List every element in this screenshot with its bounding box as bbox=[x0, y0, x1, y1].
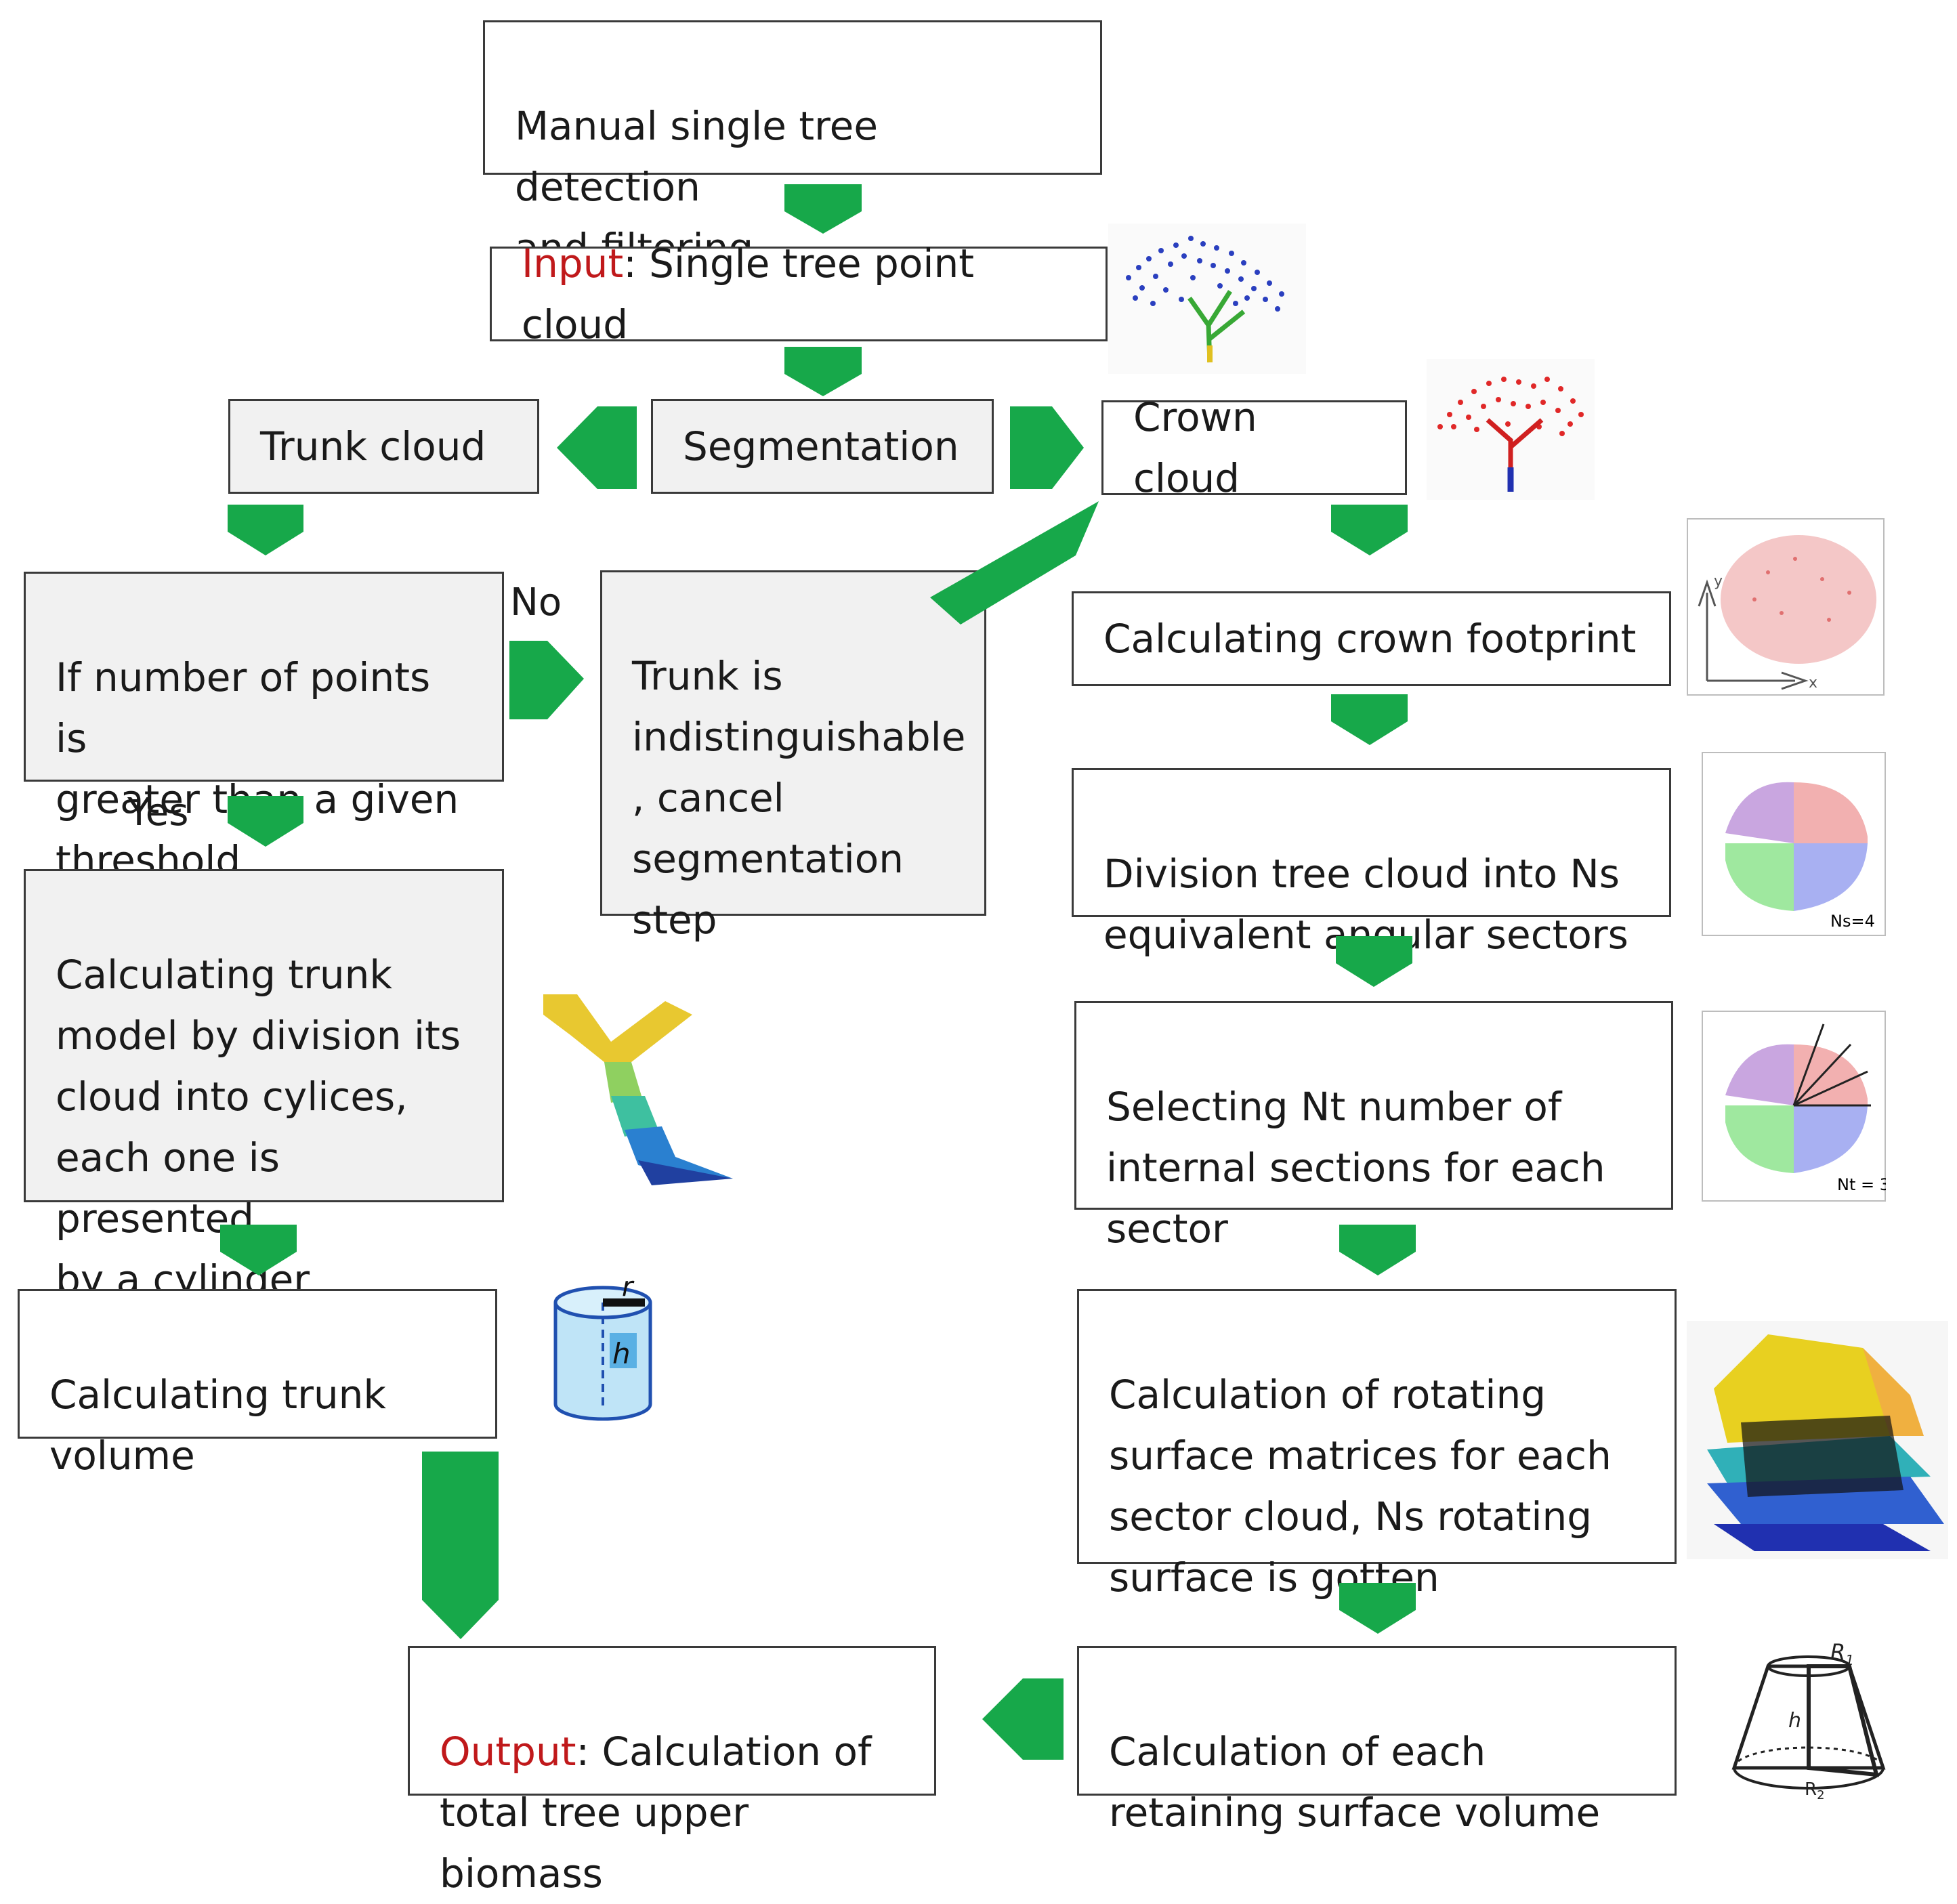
input-prefix: Input bbox=[522, 240, 624, 287]
internal-sections-box: Selecting Nt number of internal sections… bbox=[1074, 1001, 1673, 1252]
tree-point-cloud-icon bbox=[1108, 224, 1306, 374]
trunk-volume-text: Calculating trunk volume bbox=[49, 1372, 387, 1479]
arrows-layer bbox=[220, 184, 1416, 1760]
segmentation-text: Segmentation bbox=[683, 423, 959, 469]
arrow-segmentation-to-trunk bbox=[557, 406, 637, 489]
cyl-h-label: h bbox=[612, 1337, 631, 1370]
trunk-volume-box: Calculating trunk volume bbox=[18, 1289, 497, 1479]
flowchart-canvas: Manual single tree detection and filteri… bbox=[18, 20, 1948, 1897]
threshold-check-box: If number of points is greater than a gi… bbox=[24, 572, 504, 883]
cylinder-icon: r h bbox=[553, 1271, 652, 1421]
arrow-footprint-to-division bbox=[1331, 694, 1408, 745]
arrow-threshold-to-model bbox=[228, 796, 303, 847]
trunk-cloud-box: Trunk cloud bbox=[228, 399, 539, 494]
frustum-r1-label: R1 bbox=[1830, 1639, 1854, 1668]
arrow-crowncloud-to-footprint bbox=[1331, 505, 1408, 555]
arrow-trunkcloud-to-threshold bbox=[228, 505, 303, 555]
arrow-retaining-to-output bbox=[982, 1678, 1064, 1760]
output-prefix: Output bbox=[440, 1729, 576, 1775]
trunk-model-icon bbox=[530, 988, 770, 1198]
arrow-detection-to-input bbox=[784, 184, 862, 234]
input-rest: : Single tree point cloud bbox=[522, 240, 974, 347]
sector-plot-icon: Ns=4 bbox=[1702, 752, 1886, 936]
arrow-model-to-volume bbox=[220, 1225, 297, 1275]
trunk-indistinguishable-text: Trunk is indistinguishable , cancel segm… bbox=[632, 653, 966, 943]
axis-y-label: y bbox=[1714, 573, 1723, 590]
arrow-surface-to-retaining bbox=[1339, 1583, 1416, 1634]
arrow-indistinguishable-to-crown bbox=[930, 501, 1099, 625]
arrow-segmentation-to-crown bbox=[1010, 406, 1084, 489]
crown-cloud-text: Crown cloud bbox=[1133, 394, 1257, 501]
input-text: Input: Single tree point cloud bbox=[522, 233, 1076, 355]
manual-detection-box: Manual single tree detection and filteri… bbox=[483, 20, 1102, 271]
division-sectors-box: Division tree cloud into Ns equivalent a… bbox=[1072, 768, 1671, 958]
rotating-surface-icon bbox=[1687, 1321, 1948, 1559]
nt-label: Nt = 3 bbox=[1837, 1175, 1886, 1194]
axis-x-label: x bbox=[1809, 675, 1817, 692]
crown-footprint-box: Calculating crown footprint bbox=[1072, 591, 1671, 686]
trunk-cloud-text: Trunk cloud bbox=[260, 423, 486, 469]
division-sectors-text: Division tree cloud into Ns equivalent a… bbox=[1103, 851, 1628, 958]
rotating-surface-box: Calculation of rotating surface matrices… bbox=[1077, 1289, 1677, 1601]
frustum-icon: R1 h R2 bbox=[1731, 1639, 1886, 1802]
retaining-volume-box: Calculation of each retaining surface vo… bbox=[1077, 1646, 1677, 1836]
rotating-surface-text: Calculation of rotating surface matrices… bbox=[1109, 1372, 1612, 1601]
input-box: Input: Single tree point cloud bbox=[490, 240, 1108, 347]
no-label: No bbox=[510, 580, 562, 625]
section-plot-icon: Nt = 3 bbox=[1702, 1011, 1886, 1202]
arrow-division-to-sections bbox=[1336, 936, 1412, 987]
internal-sections-text: Selecting Nt number of internal sections… bbox=[1106, 1084, 1605, 1252]
yes-label: Yes bbox=[127, 790, 189, 834]
frustum-h-label: h bbox=[1788, 1709, 1801, 1733]
cyl-r-label: r bbox=[622, 1271, 635, 1303]
frustum-r2-label: R2 bbox=[1805, 1779, 1825, 1802]
footprint-plot-icon: y x bbox=[1687, 518, 1885, 696]
crown-cloud-icon bbox=[1427, 359, 1595, 500]
crown-footprint-text: Calculating crown footprint bbox=[1103, 616, 1637, 662]
ns-label: Ns=4 bbox=[1830, 912, 1875, 931]
arrow-sections-to-surface bbox=[1339, 1225, 1416, 1275]
arrow-input-to-segmentation bbox=[784, 347, 862, 396]
segmentation-box: Segmentation bbox=[651, 399, 994, 494]
arrow-threshold-to-indistinguishable bbox=[509, 641, 584, 719]
crown-cloud-box: Crown cloud bbox=[1101, 394, 1407, 501]
trunk-indistinguishable-box: Trunk is indistinguishable , cancel segm… bbox=[600, 570, 986, 943]
arrow-trunkvolume-to-output bbox=[422, 1452, 499, 1639]
